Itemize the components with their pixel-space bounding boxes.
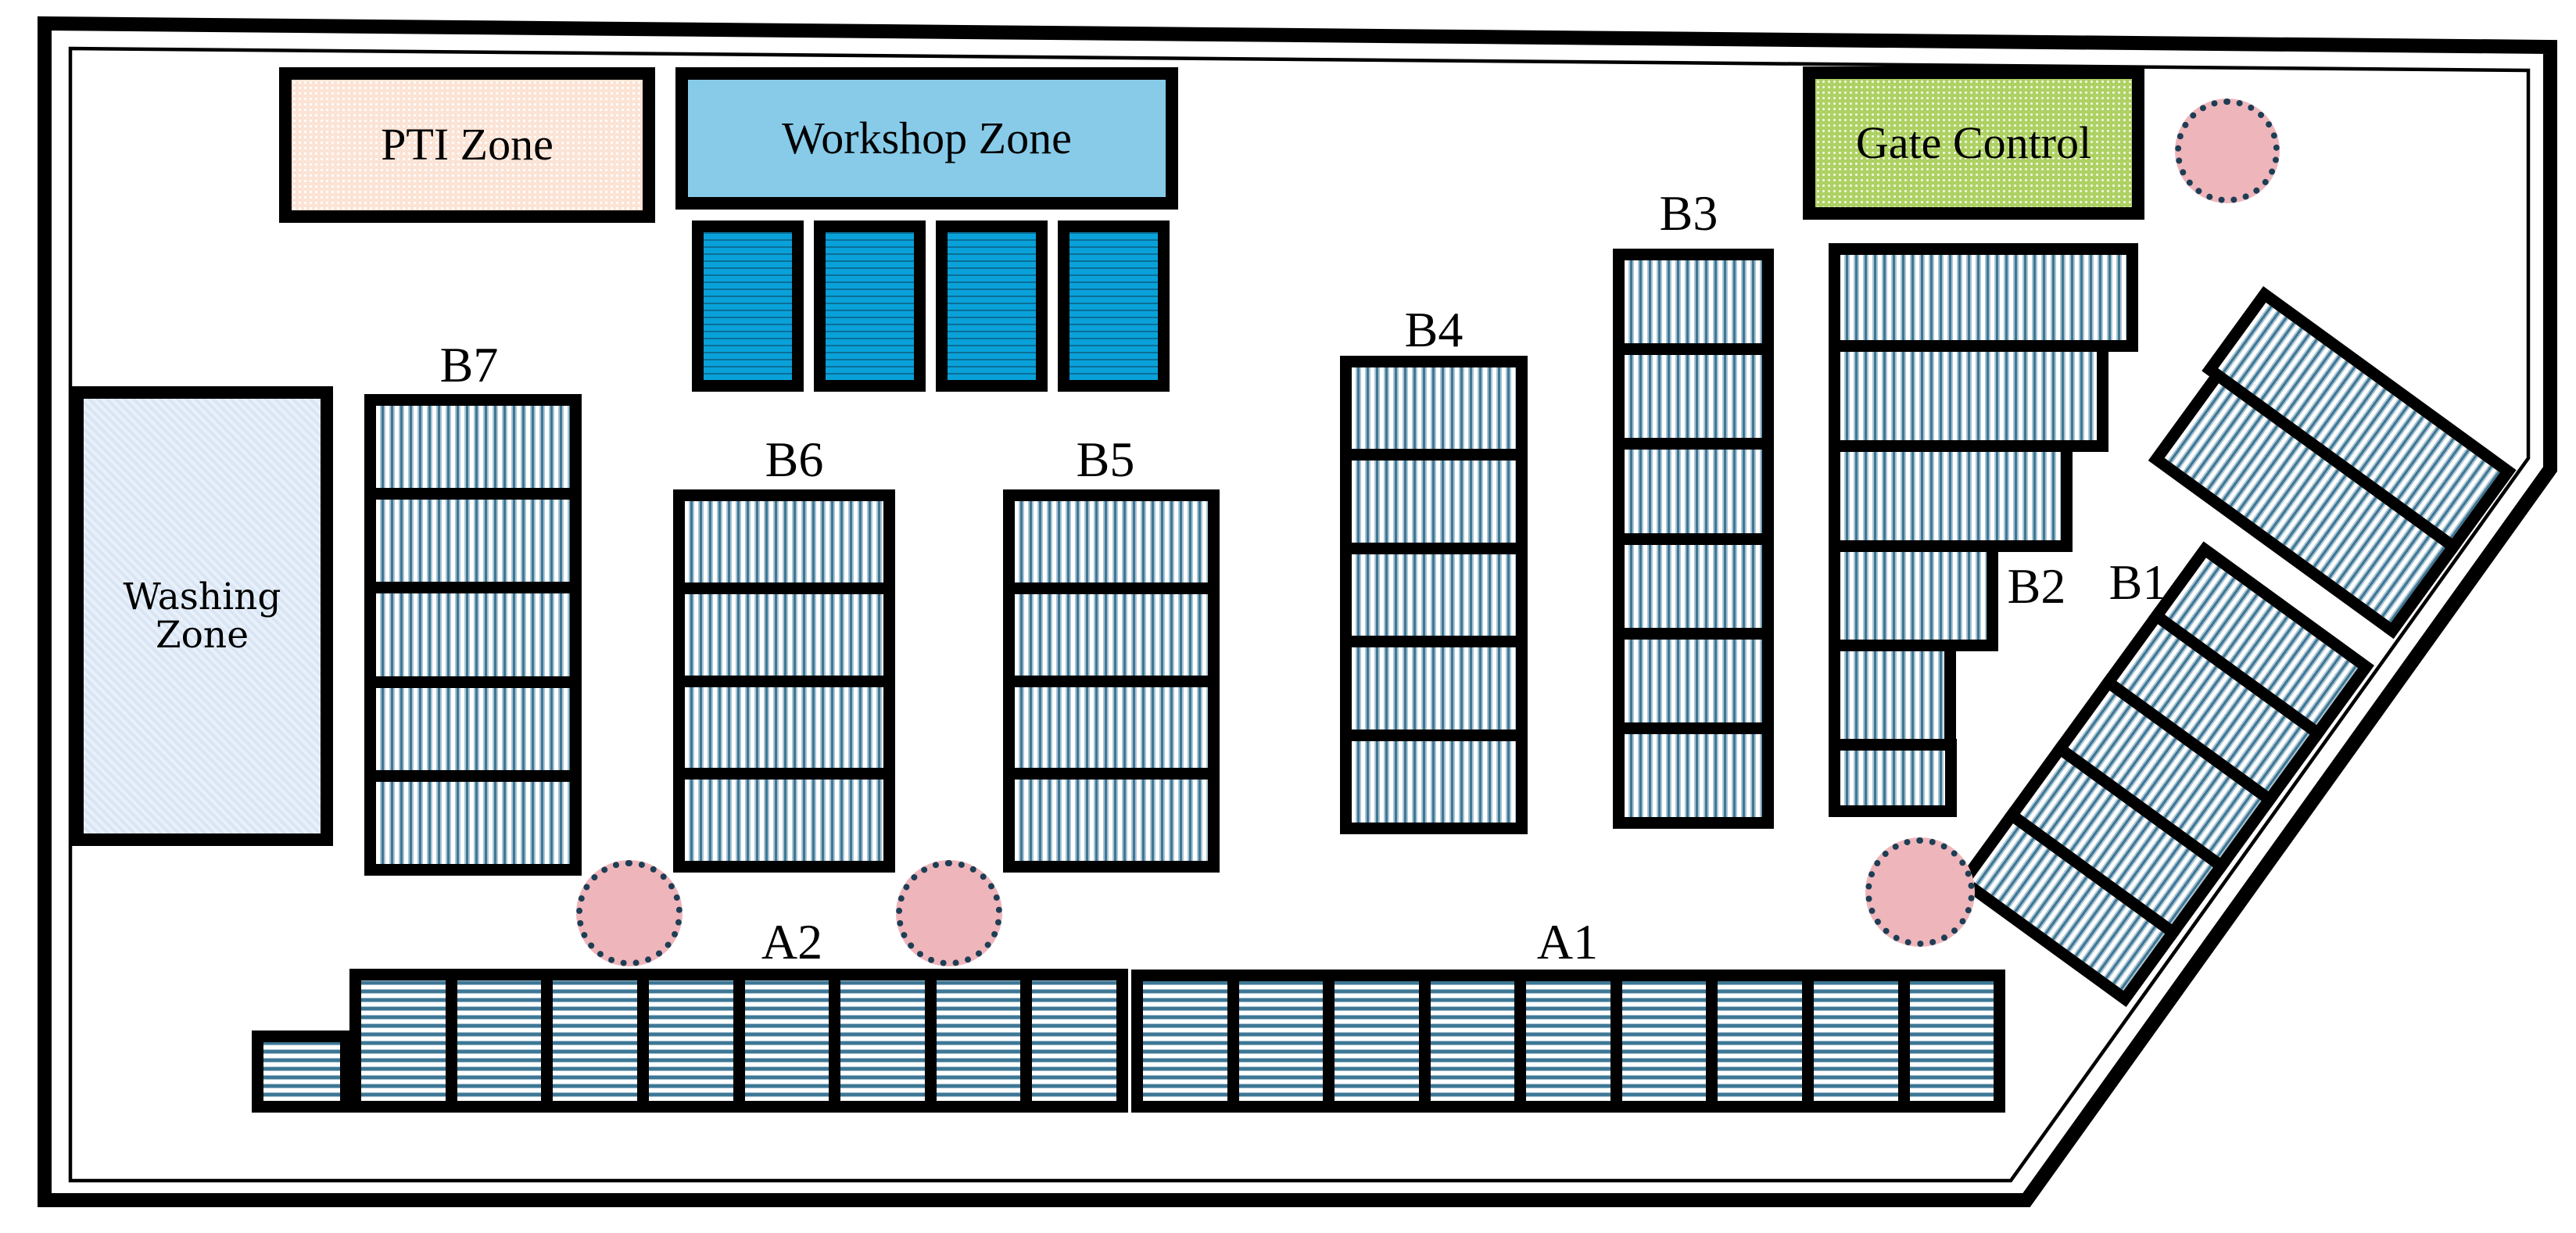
block-b5-row bbox=[1015, 593, 1208, 676]
zone-washing: Washing Zone bbox=[71, 386, 333, 846]
block-b5-row bbox=[1015, 501, 1208, 582]
block-b4-row bbox=[1352, 461, 1516, 543]
block-b3-row bbox=[1625, 639, 1762, 722]
block-b3-row bbox=[1625, 355, 1762, 439]
block-b6-row bbox=[685, 593, 883, 676]
workshop-container bbox=[1058, 220, 1170, 392]
block-a1-column bbox=[1238, 981, 1324, 1101]
block-b4-row bbox=[1352, 740, 1516, 823]
block-b2-row bbox=[1829, 340, 2108, 452]
block-b5-row bbox=[1015, 686, 1208, 769]
zone-washing-label: Washing Zone bbox=[123, 575, 281, 657]
block-b2-row bbox=[1829, 540, 1998, 651]
block-b3 bbox=[1613, 249, 1774, 829]
block-a2-column bbox=[936, 980, 1021, 1101]
label-a2: A2 bbox=[761, 914, 823, 970]
block-a2-column bbox=[744, 980, 829, 1101]
block-a1-column bbox=[1143, 981, 1227, 1101]
block-b2-row bbox=[1829, 243, 2138, 352]
block-a2-column bbox=[1032, 980, 1116, 1101]
workshop-container bbox=[814, 220, 926, 392]
block-a1-column bbox=[1621, 981, 1707, 1101]
block-b7-row bbox=[376, 500, 570, 582]
block-a2-column bbox=[361, 980, 446, 1101]
block-b2-row bbox=[1829, 440, 2073, 552]
block-a1-column bbox=[1335, 981, 1419, 1101]
yard-boundary-outer bbox=[38, 16, 2557, 1207]
marker-circle bbox=[1865, 837, 1975, 947]
zone-gate-control: Gate Control bbox=[1803, 66, 2144, 220]
marker-circle bbox=[896, 860, 1002, 966]
block-b3-row bbox=[1625, 733, 1762, 818]
block-a1-column bbox=[1909, 981, 1994, 1101]
block-b3-row bbox=[1625, 544, 1762, 628]
label-b4: B4 bbox=[1404, 302, 1464, 357]
label-b3: B3 bbox=[1659, 185, 1718, 241]
block-a1-column bbox=[1718, 981, 1802, 1101]
block-a2-column bbox=[457, 980, 542, 1101]
label-b5: B5 bbox=[1076, 432, 1135, 487]
block-b6 bbox=[673, 489, 895, 873]
marker-circle bbox=[576, 860, 683, 966]
block-b6-row bbox=[685, 780, 883, 861]
label-b2: B2 bbox=[2007, 558, 2066, 614]
block-b6-row bbox=[685, 501, 883, 582]
block-a2s-column bbox=[263, 1042, 340, 1101]
zone-pti-label: PTI Zone bbox=[381, 119, 554, 170]
label-b6: B6 bbox=[765, 432, 824, 487]
block-a2-column bbox=[553, 980, 637, 1101]
block-a1-column bbox=[1813, 981, 1898, 1101]
block-b7 bbox=[364, 394, 582, 876]
block-b4-row bbox=[1352, 367, 1516, 450]
block-b4 bbox=[1340, 356, 1528, 834]
block-b4-row bbox=[1352, 647, 1516, 729]
block-b5-row bbox=[1015, 780, 1208, 861]
block-b3-row bbox=[1625, 260, 1762, 344]
block-b7-row bbox=[376, 781, 570, 865]
workshop-container bbox=[692, 220, 804, 392]
label-a1: A1 bbox=[1536, 914, 1599, 970]
block-b4-row bbox=[1352, 554, 1516, 636]
block-b3-row bbox=[1625, 450, 1762, 533]
block-a2-column bbox=[840, 980, 925, 1101]
zone-workshop: Workshop Zone bbox=[675, 67, 1178, 210]
block-a1-column bbox=[1526, 981, 1610, 1101]
block-a1 bbox=[1131, 970, 2005, 1113]
label-b7: B7 bbox=[439, 337, 499, 392]
block-b2-row bbox=[1829, 739, 1957, 817]
block-b7-row bbox=[376, 593, 570, 676]
marker-circle bbox=[2175, 99, 2280, 203]
block-a2 bbox=[349, 969, 1128, 1113]
workshop-container bbox=[936, 220, 1048, 392]
zone-pti: PTI Zone bbox=[279, 67, 655, 223]
label-b1: B1 bbox=[2108, 554, 2168, 610]
block-a1-column bbox=[1430, 981, 1515, 1101]
block-b7-row bbox=[376, 406, 570, 489]
block-b7-row bbox=[376, 687, 570, 770]
block-b6-row bbox=[685, 686, 883, 769]
block-a2-column bbox=[648, 980, 733, 1101]
block-b5 bbox=[1003, 489, 1220, 873]
block-a2s bbox=[252, 1030, 352, 1113]
zone-gate-control-label: Gate Control bbox=[1855, 116, 2092, 168]
zone-workshop-label: Workshop Zone bbox=[782, 112, 1072, 163]
